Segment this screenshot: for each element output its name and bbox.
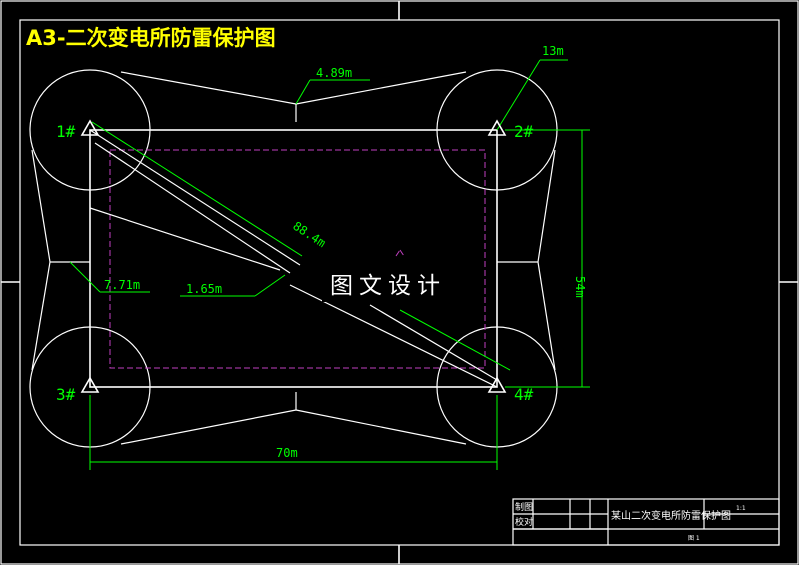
watermark-text: 图文设计 xyxy=(330,273,446,299)
watermark-background xyxy=(322,266,484,302)
title-block-scale: 1:1 xyxy=(736,505,746,512)
mast-1-triangle-icon xyxy=(80,119,100,136)
mast-3-triangle-icon xyxy=(80,376,100,393)
mast-markers xyxy=(80,119,507,393)
substation-outline xyxy=(89,129,498,388)
dim-radius: 13m xyxy=(542,44,564,58)
mast-label-2: 2# xyxy=(514,122,534,141)
mast-label-1: 1# xyxy=(56,122,76,141)
dim-inner-offset: 1.65m xyxy=(186,282,222,296)
dim-height: 54m xyxy=(573,276,587,298)
dimension-lines xyxy=(69,59,590,470)
protection-circles xyxy=(29,69,558,448)
mast-2-triangle-icon xyxy=(487,119,507,136)
title-block-drawing-name: 某山二次变电所防雷保护图 xyxy=(611,509,731,522)
dim-top-gap: 4.89m xyxy=(316,66,352,80)
title-block xyxy=(512,498,780,546)
diagonal-lines xyxy=(89,129,498,388)
dim-left-gap: 7.71m xyxy=(104,278,140,292)
drawing-title: A3-二次变电所防雷保护图 xyxy=(26,26,276,50)
protection-envelope xyxy=(31,71,556,445)
mast-label-4: 4# xyxy=(514,385,534,404)
protected-area-boundary xyxy=(109,149,486,369)
dim-width: 70m xyxy=(276,446,298,460)
mast-4-triangle-icon xyxy=(487,376,507,393)
title-block-sheet: 图 1 xyxy=(688,535,700,542)
title-block-draftsman-label: 制图 xyxy=(515,501,533,513)
dim-diagonal: 88.4m xyxy=(290,219,328,250)
title-block-checker-label: 校对 xyxy=(515,516,533,528)
mast-label-3: 3# xyxy=(56,385,76,404)
